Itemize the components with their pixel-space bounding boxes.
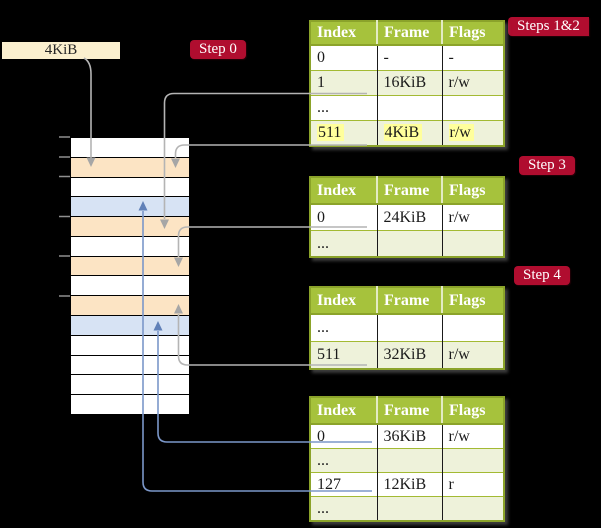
table-cell: r/w [441,423,504,449]
column-header-flags: Flags [441,287,504,315]
table-cell: 127 [310,472,377,497]
table-cell: 32KiB [376,341,442,369]
memory-row-5-white [71,235,189,256]
table-cell [376,95,442,121]
frame-size-label: 4KiB [2,42,120,59]
table-cell: 0 [310,423,377,449]
column-header-index: Index [310,21,377,46]
table-cell: 16KiB [376,70,442,96]
table-cell: r/w [441,341,504,369]
memory-row-12-white [71,374,189,395]
table-cell [376,496,442,521]
column-header-frame: Frame [376,287,442,315]
memory-row-10-white [71,334,189,355]
column-header-index: Index [310,177,377,205]
memory-row-2-white [71,176,189,197]
table-cell [441,95,504,121]
badge-step-4: Step 4 [514,266,570,285]
badge-step-0: Step 0 [190,40,246,59]
table-cell: 511 [310,120,377,146]
table-cell: ... [310,95,377,121]
table-cell: 36KiB [376,423,442,449]
table-cell [441,313,504,342]
column-header-flags: Flags [441,397,504,425]
table-row: ... [310,313,504,342]
physical-memory-column [70,137,190,415]
table-cell [376,448,442,473]
column-header-frame: Frame [376,177,442,205]
table-row: ... [310,448,504,473]
table-row: ... [310,496,504,521]
badge-steps-1-2: Steps 1&2 [508,17,589,36]
table-cell: ... [310,313,377,342]
highlighted-value: r/w [448,124,474,141]
table-cell [441,448,504,473]
table-cell: 511 [310,341,377,369]
table-row: ... [310,230,504,257]
column-header-flags: Flags [441,177,504,205]
badge-step-3: Step 3 [519,156,575,175]
table-cell: r/w [441,120,504,146]
memory-tick-marks [59,136,70,297]
memory-row-4-peach [71,216,189,236]
table-cell: - [441,44,504,71]
memory-row-13-white [71,394,189,414]
table-row: 511 4KiB r/w [310,120,504,146]
memory-row-6-peach [71,255,189,276]
table-cell: 0 [310,44,377,71]
table-cell [441,230,504,257]
memory-row-1-peach [71,156,189,177]
table-cell: r [441,472,504,497]
column-header-index: Index [310,397,377,425]
table-cell: 1 [310,70,377,96]
table-row: ... [310,95,504,121]
table-cell: ... [310,230,377,257]
table-cell: 0 [310,203,377,231]
table-row: 0-- [310,44,504,71]
memory-row-11-white [71,354,189,375]
column-header-frame: Frame [376,397,442,425]
column-header-frame: Frame [376,21,442,46]
table-cell: r/w [441,203,504,231]
memory-row-8-peach [71,295,189,316]
highlighted-value: 4KiB [383,124,423,141]
table-cell: ... [310,448,377,473]
table-cell: - [376,44,442,71]
table-cell: 4KiB [376,120,442,146]
column-header-index: Index [310,287,377,315]
memory-row-7-white [71,275,189,296]
memory-row-0-white [71,138,189,157]
table-cell: 12KiB [376,472,442,497]
memory-row-3-blue [71,196,189,217]
table-cell: r/w [441,70,504,96]
table-cell: ... [310,496,377,521]
memory-row-9-blue [71,315,189,335]
column-header-flags: Flags [441,21,504,46]
table-cell [376,313,442,342]
table-cell: 24KiB [376,203,442,231]
table-cell [376,230,442,257]
table-cell [441,496,504,521]
highlighted-value: 511 [317,124,345,141]
